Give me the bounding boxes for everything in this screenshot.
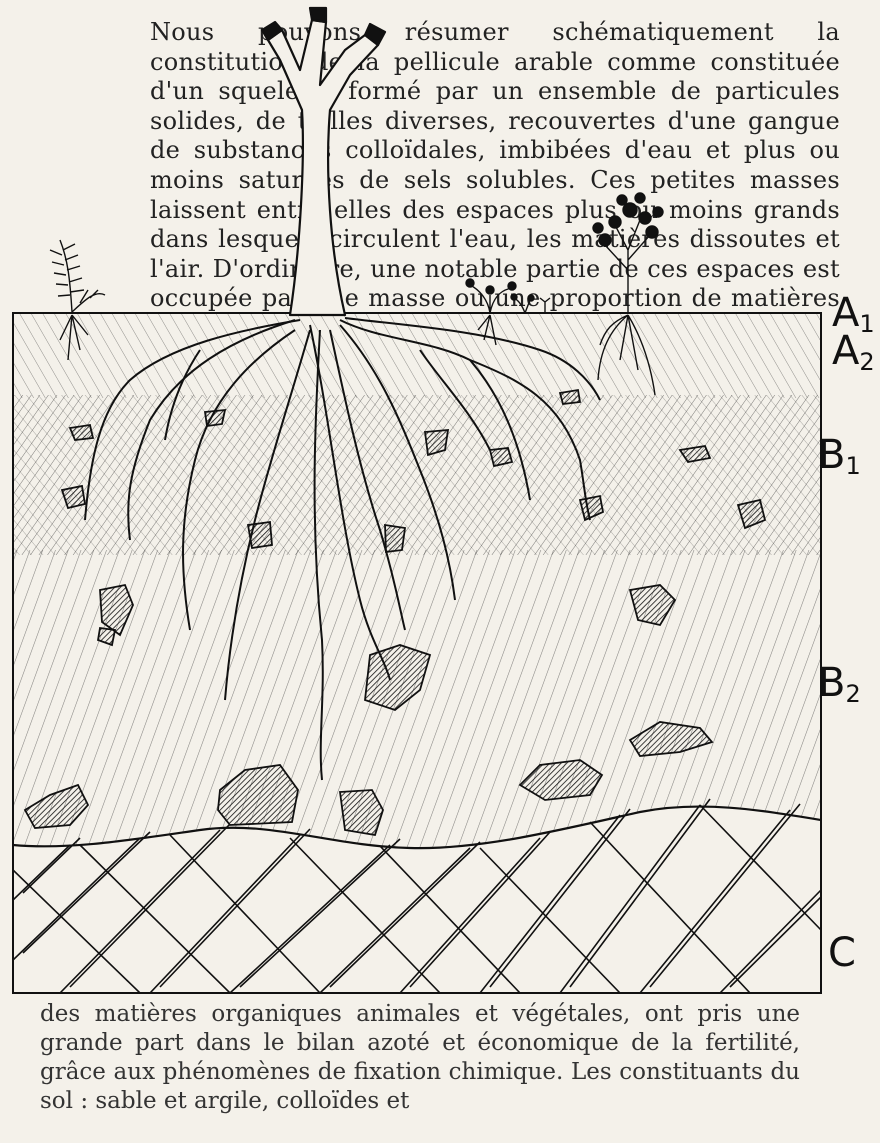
horizon-b2-band (13, 550, 821, 848)
stone (560, 390, 580, 404)
horizon-label-b2: B2 (818, 660, 861, 708)
horizon-label-a2: A2 (832, 328, 875, 376)
horizon-label-b1: B1 (818, 432, 861, 480)
stone (340, 790, 383, 835)
stone (490, 448, 512, 466)
stone (70, 425, 93, 440)
body-text-bottom: des matières organiques animales et végé… (40, 1000, 800, 1116)
cut-branch (310, 8, 326, 22)
tree-trunk (268, 20, 378, 315)
bottom-paragraph: des matières organiques animales et végé… (40, 1000, 800, 1116)
stone (385, 525, 405, 552)
horizon-label-c: C (828, 930, 856, 978)
